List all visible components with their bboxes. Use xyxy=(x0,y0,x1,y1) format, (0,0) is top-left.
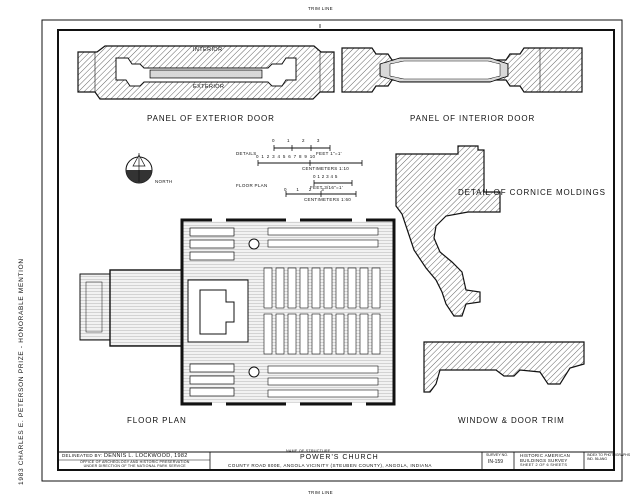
floor-plan-feet-label: FEET 3/16"=1' xyxy=(310,185,343,190)
interior-door-caption: PANEL OF INTERIOR DOOR xyxy=(410,114,536,123)
survey-no-label: SURVEY NO. xyxy=(486,453,509,457)
habs-block: HISTORIC AMERICAN BUILDINGS SURVEY SHEET… xyxy=(520,453,571,467)
office-credit: OFFICE OF ARCHEOLOGY AND HISTORIC PRESER… xyxy=(80,460,190,468)
north-arrow xyxy=(125,153,153,184)
floor-plan-scale-bar xyxy=(285,180,357,197)
north-label: NORTH xyxy=(155,179,173,184)
floor-plan-caption: FLOOR PLAN xyxy=(127,416,187,425)
window-trim-caption: WINDOW & DOOR TRIM xyxy=(458,416,565,425)
details-feet-ticks: 0 1 2 3 xyxy=(272,138,320,143)
vertical-credit: 1983 CHARLES E. PETERSON PRIZE - HONORAB… xyxy=(18,258,25,485)
details-cm-ticks: 0 1 2 3 4 5 6 7 8 9 10 xyxy=(256,154,316,159)
floor-plan-cm-ticks: 0 1 2 3 xyxy=(284,187,325,192)
trim-line-bottom: TRIM LINE xyxy=(308,490,333,495)
floor-plan-scale-label: FLOOR PLAN xyxy=(236,183,268,188)
window-door-trim-section xyxy=(423,341,585,393)
interior-label: INTERIOR xyxy=(193,47,223,53)
details-cm-label: CENTIMETERS 1:10 xyxy=(302,166,350,171)
exterior-label: EXTERIOR xyxy=(193,84,225,90)
church-floor-plan xyxy=(79,218,396,406)
exterior-door-panel-section xyxy=(77,45,335,100)
structure-location: COUNTY ROAD 800E, ANGOLA VICINITY (STEUB… xyxy=(228,463,432,468)
exterior-door-caption: PANEL OF EXTERIOR DOOR xyxy=(147,114,275,123)
details-feet-label: FEET 1"=1' xyxy=(316,151,342,156)
trim-line-top: TRIM LINE xyxy=(308,6,333,11)
cornice-molding-section xyxy=(395,145,501,317)
floor-plan-cm-label: CENTIMETERS 1:60 xyxy=(304,197,352,202)
sheet-outer-border xyxy=(41,19,623,482)
index-block: INDEX TO PHOTOGRAPHS IND. 56-ANG xyxy=(587,453,631,462)
survey-no: IN-159 xyxy=(488,459,504,465)
details-scale-bar xyxy=(257,145,363,166)
cornice-caption: DETAIL OF CORNICE MOLDINGS xyxy=(458,188,606,197)
name-of-structure-label: NAME OF STRUCTURE xyxy=(286,449,331,453)
details-scale-label: DETAILS xyxy=(236,151,257,156)
floor-plan-feet-ticks: 0 1 2 3 4 5 xyxy=(313,174,338,179)
structure-name: POWER'S CHURCH xyxy=(300,454,379,461)
interior-door-panel-section xyxy=(341,47,583,93)
title-block xyxy=(57,451,615,471)
delineator-line: DELINEATED BY: DENNIS L. LOCKWOOD, 1982 xyxy=(62,453,188,459)
